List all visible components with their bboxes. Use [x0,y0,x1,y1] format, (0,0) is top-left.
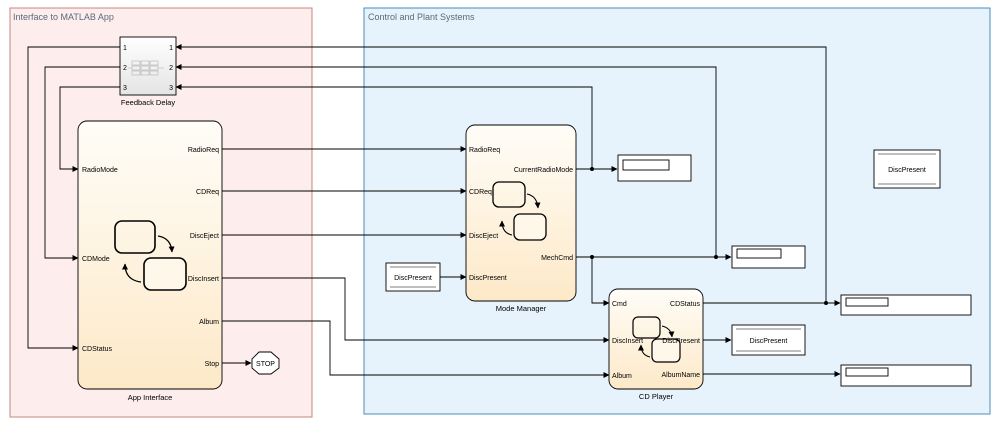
line-mechcmd-feedback[interactable] [175,64,717,257]
app-interface-name: App Interface [128,393,173,402]
app-out-disceject: DiscEject [190,233,219,240]
stop-block[interactable]: STOP [251,351,280,375]
cd-in-discinsert: DiscInsert [612,338,643,345]
mm-in-cdreq: CDReq [469,189,492,196]
app-out-cdreq: CDReq [196,189,219,196]
line-mechcmd-to-cmd[interactable] [591,257,610,306]
disc-present-data-store-label: DiscPresent [888,167,926,174]
line-delay1-to-cdstatus[interactable] [27,46,120,351]
line-cdstatus-feedback[interactable] [175,44,827,303]
feedback-delay-block[interactable]: 1 2 3 1 2 3 Feedback Delay [119,36,177,107]
mm-out-mechcmd: MechCmd [541,255,573,262]
stateflow-chart-icon [632,316,681,363]
line-delay2-to-cdmode[interactable] [44,66,120,261]
app-in-radiomode: RadioMode [82,167,118,174]
delay-in-port-1: 1 [123,45,127,52]
stateflow-chart-icon [492,181,547,241]
stateflow-chart-icon [114,220,187,291]
cd-player-name: CD Player [639,392,674,401]
cd-status-display[interactable] [840,294,972,316]
app-out-radioreq: RadioReq [188,147,219,154]
line-album[interactable] [222,320,610,378]
app-interface-block[interactable]: RadioMode CDMode CDStatus RadioReq CDReq… [77,120,223,402]
cd-out-discpresent: DiscPresent [662,338,700,345]
app-in-cdstatus: CDStatus [82,346,112,353]
delay-in-port-2: 2 [123,65,127,72]
delay-icon [128,60,164,76]
branch-points [590,167,828,305]
album-name-display[interactable] [840,364,972,387]
cd-in-cmd: Cmd [612,301,627,308]
app-in-cdmode: CDMode [82,256,110,263]
mm-in-disceject: DiscEject [469,233,498,240]
disc-present-goto-label: DiscPresent [750,338,788,345]
disc-present-data-store[interactable]: DiscPresent [873,149,941,189]
app-out-discinsert: DiscInsert [188,276,219,283]
delay-out-port-2: 2 [169,65,173,72]
cd-player-block[interactable]: Cmd DiscInsert Album CDStatus DiscPresen… [608,288,704,401]
line-discinsert[interactable] [222,277,610,343]
feedback-delay-name: Feedback Delay [121,98,175,107]
line-radiomode-feedback[interactable] [175,84,593,169]
mode-manager-block[interactable]: RadioReq CDReq DiscEject DiscPresent Cur… [465,124,577,313]
disc-present-constant[interactable]: DiscPresent [385,262,441,292]
app-out-album: Album [199,319,219,326]
mm-out-currentradiomode: CurrentRadioMode [514,167,573,174]
cd-in-album: Album [612,373,632,380]
line-delay3-to-radiomode[interactable] [59,86,120,172]
delay-out-port-1: 1 [169,45,173,52]
signal-lines [27,44,841,378]
disc-present-goto[interactable]: DiscPresent [731,324,806,356]
area-matlab-title: Interface to MATLAB App [13,12,114,22]
delay-in-port-3: 3 [123,85,127,92]
delay-out-port-3: 3 [169,85,173,92]
mm-in-discpresent: DiscPresent [469,275,507,282]
cd-out-albumname: AlbumName [661,372,700,379]
app-out-stop: Stop [205,361,220,368]
mode-manager-name: Mode Manager [496,304,547,313]
mm-in-radioreq: RadioReq [469,147,500,154]
current-radio-mode-display[interactable] [617,154,692,182]
mech-cmd-display[interactable] [731,245,806,269]
stop-label: STOP [256,361,275,368]
area-plant-title: Control and Plant Systems [368,12,475,22]
disc-present-constant-label: DiscPresent [394,275,432,282]
cd-out-cdstatus: CDStatus [670,301,700,308]
